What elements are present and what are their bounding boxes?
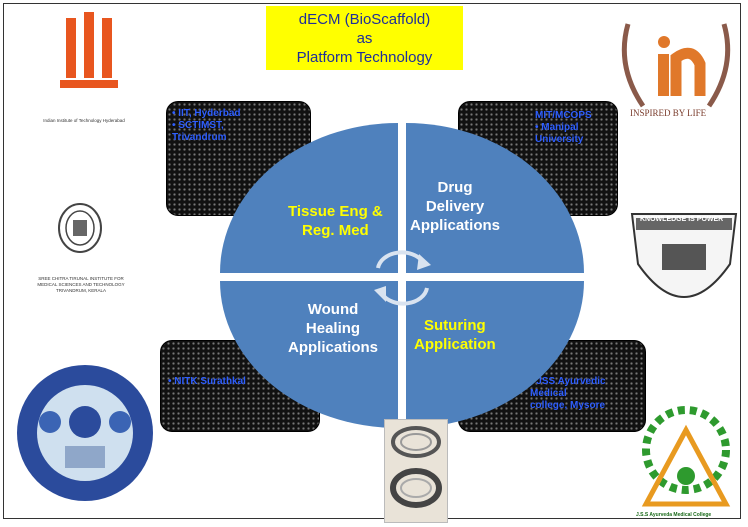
suture-photo [384, 419, 448, 523]
title-line-1: dECM (BioScaffold) [298, 11, 431, 28]
label-suturing: Suturing Application [414, 317, 496, 353]
title-box: dECM (BioScaffold) as Platform Technolog… [266, 6, 463, 70]
partner-text-top-left: • IIT, Hyderbad • SCTIMST, Trivandrum [172, 108, 241, 143]
partner-text-top-right: MIT/MCOPS • Manipal University [535, 110, 592, 145]
arrow-head-left-icon [374, 286, 386, 302]
nitk-logo [17, 365, 153, 501]
partner-text-bottom-right: • JSS Ayurvedic Medical college, Mysore [530, 376, 606, 411]
sctimst-caption: SREE CHITRA TIRUNAL INSTITUTE FOR MEDICA… [37, 276, 125, 293]
mit-motto: KNOWLEDGE IS POWER [640, 216, 724, 223]
jss-caption: J.S.S Ayurveda Medical College [636, 512, 712, 518]
label-wound-healing: Wound Healing Applications [288, 301, 379, 356]
partner-text-bottom-left: • NITK Surathkal [168, 376, 246, 387]
quadrant-top-right [406, 123, 584, 273]
title-line-3: Platform Technology [296, 49, 433, 66]
label-tissue-engineering: Tissue Eng & Reg. Med [288, 203, 383, 239]
iith-logo [60, 12, 118, 88]
arrow-head-right-icon [417, 254, 431, 270]
quadrant-top-left [220, 123, 398, 273]
iith-caption: Indian Institute of Technology Hyderabad [43, 118, 125, 123]
jss-logo [641, 406, 731, 507]
manipal-motto: INSPIRED BY LIFE [630, 108, 707, 118]
quadrant-bottom-right [406, 281, 584, 428]
slide-frame [3, 3, 741, 519]
manipal-logo [621, 23, 731, 108]
title-line-2: as [356, 30, 373, 47]
quadrant-bottom-left [220, 281, 398, 428]
mit-emblem [630, 213, 738, 298]
label-drug-delivery: Drug Delivery Applications [410, 179, 501, 234]
sctimst-emblem [58, 203, 102, 253]
quadrant-circle-diagram [220, 123, 584, 428]
